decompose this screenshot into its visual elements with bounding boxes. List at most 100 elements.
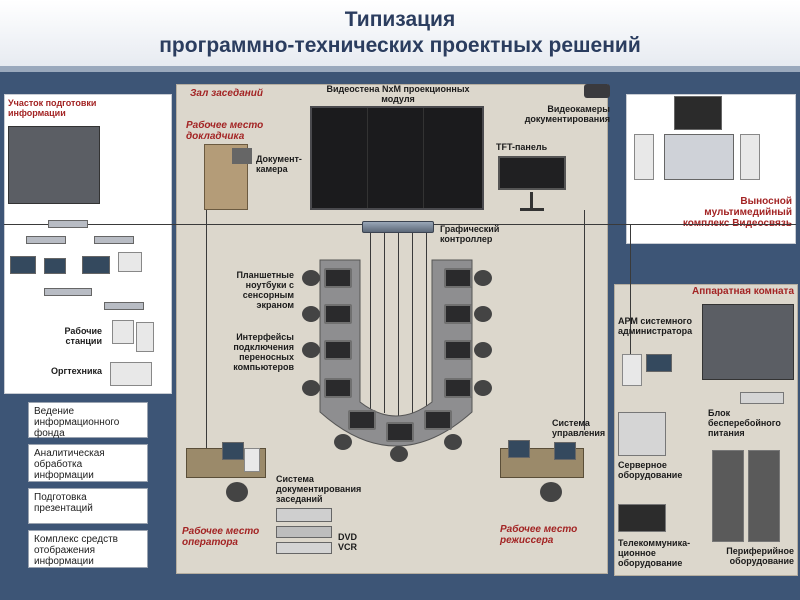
dvd-vcr-label: DVD VCR <box>338 532 358 552</box>
ups-unit <box>740 392 784 404</box>
workstations-label: Рабочие станции <box>64 326 103 346</box>
page-title: Типизация <box>344 8 456 31</box>
network-switch <box>44 288 92 296</box>
tablet-laptop <box>324 340 352 360</box>
chair <box>302 306 320 322</box>
admin-link <box>630 224 631 354</box>
recorder-device <box>276 542 332 554</box>
doc-camera-label: Документ-камера <box>256 154 302 174</box>
tablet-laptop <box>386 422 414 442</box>
seat-wire <box>384 233 385 413</box>
operator-place-label: Рабочее место оператора <box>182 526 260 548</box>
chair <box>474 342 492 358</box>
tablet-laptop <box>324 378 352 398</box>
tft-panel <box>498 156 566 190</box>
monitor-icon <box>44 258 66 274</box>
tft-stand <box>530 192 533 210</box>
function-presentations: Подготовка презентаций <box>28 488 148 524</box>
graphic-controller <box>362 221 434 233</box>
tft-panel-label: TFT-панель <box>496 142 548 152</box>
workstation-icon <box>112 320 134 344</box>
seat-wire <box>412 233 413 413</box>
divider-stripe <box>0 66 800 72</box>
control-room-photo <box>702 304 794 380</box>
zone-prep-label: Участок подготовки информации <box>8 98 97 118</box>
seat-wire <box>426 233 427 423</box>
video-wall-module <box>312 108 368 208</box>
chair <box>302 270 320 286</box>
pc-tower-icon <box>622 354 642 386</box>
network-switch <box>104 302 144 310</box>
copier-icon <box>110 362 152 386</box>
document-camera-icon <box>232 148 252 164</box>
tablet-laptop <box>444 340 472 360</box>
tft-stand-base <box>520 208 544 211</box>
tablet-laptop <box>444 304 472 324</box>
chair <box>474 380 492 396</box>
monitor-icon <box>646 354 672 372</box>
office-photo <box>8 126 100 204</box>
video-wall-module <box>424 108 480 208</box>
speaker-place-label: Рабочее место докладчика <box>186 120 264 142</box>
chair <box>474 270 492 286</box>
telecom-label: Телекоммуника-ционное оборудование <box>618 538 691 568</box>
doc-cameras-label: Видеокамеры документирования <box>524 104 610 124</box>
chair <box>474 306 492 322</box>
peripheral-rack <box>712 450 744 542</box>
ups-label: Блок бесперебойного питания <box>708 408 781 438</box>
speaker-icon <box>740 134 760 180</box>
video-wall-label: Видеостена NxM проекционных модуля <box>326 84 470 104</box>
peripheral-rack <box>748 450 780 542</box>
server-label: Серверное оборудование <box>618 460 683 480</box>
speaker-icon <box>634 134 654 180</box>
monitor-icon <box>82 256 110 274</box>
tablet-laptop <box>324 304 352 324</box>
telecom-rack <box>618 504 666 532</box>
video-wall <box>310 106 484 210</box>
peripheral-label: Периферийное оборудование <box>726 546 794 566</box>
tablet-laptop <box>424 410 452 430</box>
server-rack <box>618 412 666 456</box>
director-link <box>584 210 585 430</box>
av-cabinet <box>664 134 734 180</box>
graphic-controller-label: Графический контроллер <box>440 224 500 244</box>
monitor-icon <box>508 440 530 458</box>
network-switch <box>48 220 88 228</box>
monitor-icon <box>222 442 244 460</box>
chair <box>444 434 462 450</box>
tablet-laptop <box>444 378 472 398</box>
pc-tower-icon <box>244 448 260 472</box>
tv-icon <box>674 96 722 130</box>
dvd-recorder <box>276 508 332 522</box>
doc-system-label: Система документирования заседаний <box>276 474 362 504</box>
zone-remote-label: Выносной мультимедийный комплекс Видеосв… <box>683 196 792 229</box>
pc-tower-icon <box>136 322 154 352</box>
chair <box>226 482 248 502</box>
function-info-fund: Ведение информационного фонда <box>28 402 148 439</box>
seat-wire <box>370 233 371 423</box>
control-system-label: Система управления <box>552 418 606 438</box>
tablet-laptop <box>324 268 352 288</box>
network-switch <box>94 236 134 244</box>
page-subtitle: программно-технических проектных решений <box>159 34 641 57</box>
tablet-laptop <box>348 410 376 430</box>
chair <box>334 434 352 450</box>
sysadmin-label: АРМ системного администратора <box>618 316 693 336</box>
function-analytics: Аналитическая обработка информации <box>28 444 148 482</box>
office-equipment-label: Оргтехника <box>50 366 102 376</box>
video-wall-module <box>368 108 424 208</box>
chair <box>540 482 562 502</box>
seat-wire <box>398 233 399 433</box>
monitor-icon <box>10 256 36 274</box>
chair <box>302 342 320 358</box>
vcr-device <box>276 526 332 538</box>
tablets-label: Планшетные ноутбуки с сенсорным экраном <box>236 270 294 310</box>
camera-icon <box>584 84 610 98</box>
chair <box>302 380 320 396</box>
zone-tech-label: Аппаратная комната <box>692 286 794 297</box>
interfaces-label: Интерфейсы подключения переносных компью… <box>233 332 294 372</box>
chair <box>390 446 408 462</box>
network-switch <box>26 236 66 244</box>
director-place-label: Рабочее место режиссера <box>500 524 578 546</box>
header-band <box>0 0 800 66</box>
